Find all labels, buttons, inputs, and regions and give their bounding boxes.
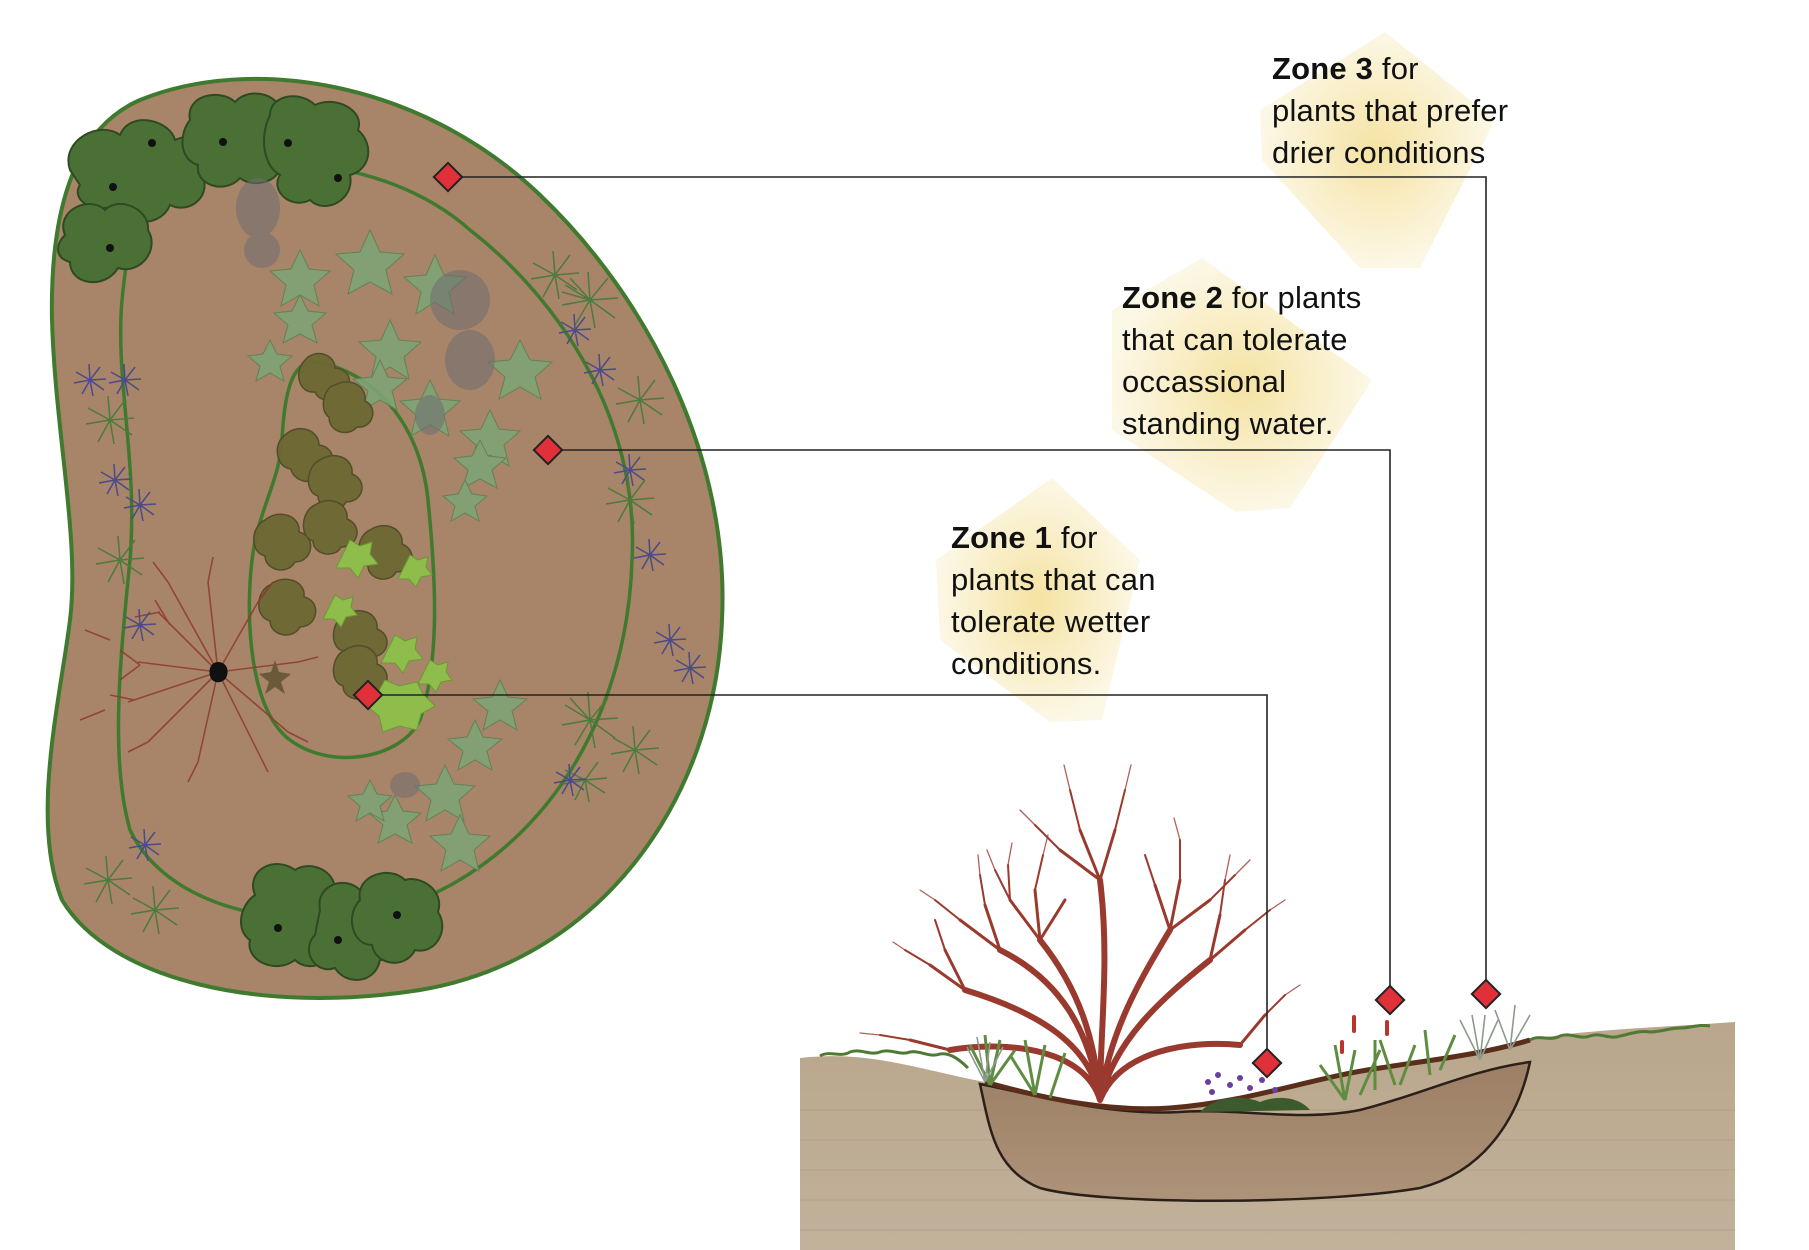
aster-icon: [73, 313, 707, 862]
aster-icon: [1205, 1072, 1278, 1095]
zone1-highlight: [936, 478, 1140, 722]
conifer-icon: [240, 863, 444, 981]
cross-section: [800, 764, 1735, 1250]
bright-leaf-icon: [322, 539, 453, 733]
leader-lines: [368, 176, 1487, 1063]
zone2-desc-line: that can tolerate: [1122, 322, 1348, 357]
zone3-label: Zone 3 for plants that prefer drier cond…: [1272, 48, 1508, 174]
zone-marker-icon: [532, 434, 564, 466]
zone-marker-icon: [352, 679, 384, 711]
zone2-highlight: [1112, 258, 1372, 512]
zone2-label: Zone 2 for plants that can tolerate occa…: [1122, 277, 1361, 445]
zone3-desc-line: drier conditions: [1272, 135, 1486, 170]
plan-view: [45, 76, 725, 1000]
label-highlights: [936, 32, 1495, 722]
conifer-icon: [57, 92, 370, 284]
zone3-desc-line: plants that prefer: [1272, 93, 1509, 128]
zone3-title: Zone 3: [1272, 51, 1374, 86]
zone1-title: Zone 1: [951, 520, 1053, 555]
zone2-title: Zone 2: [1122, 280, 1224, 315]
zone3-desc-first: for: [1373, 51, 1419, 86]
zone1-desc-first: for: [1052, 520, 1098, 555]
zone3-highlight: [1260, 32, 1495, 268]
zone1-label: Zone 1 for plants that can tolerate wett…: [951, 517, 1156, 685]
zone-markers: [352, 161, 1502, 1079]
zone1-desc-line: conditions.: [951, 646, 1102, 681]
zone2-desc-line: occassional: [1122, 364, 1287, 399]
zone1-desc-line: plants that can: [951, 562, 1156, 597]
zone2-desc-line: standing water.: [1122, 406, 1334, 441]
grass-icon: [966, 1004, 1531, 1083]
reed-icon: [1340, 1015, 1389, 1054]
zone-marker-icon: [1470, 978, 1502, 1010]
zone1-leader: [368, 694, 1268, 1063]
lily-pad-icon: [253, 352, 413, 700]
zone-marker-icon: [1251, 1047, 1283, 1079]
zone2-desc-first: for plants: [1223, 280, 1362, 315]
zone2-leader: [548, 449, 1391, 1000]
zone3-leader: [448, 176, 1487, 994]
aster-cluster-icon: [236, 178, 495, 798]
zone-marker-icon: [432, 161, 464, 193]
zone-marker-icon: [1374, 984, 1406, 1016]
basin: [978, 1060, 1532, 1202]
zone1-desc-line: tolerate wetter: [951, 604, 1151, 639]
shrub-icon: [859, 764, 1301, 1103]
star-leaf-icon: [246, 228, 554, 873]
